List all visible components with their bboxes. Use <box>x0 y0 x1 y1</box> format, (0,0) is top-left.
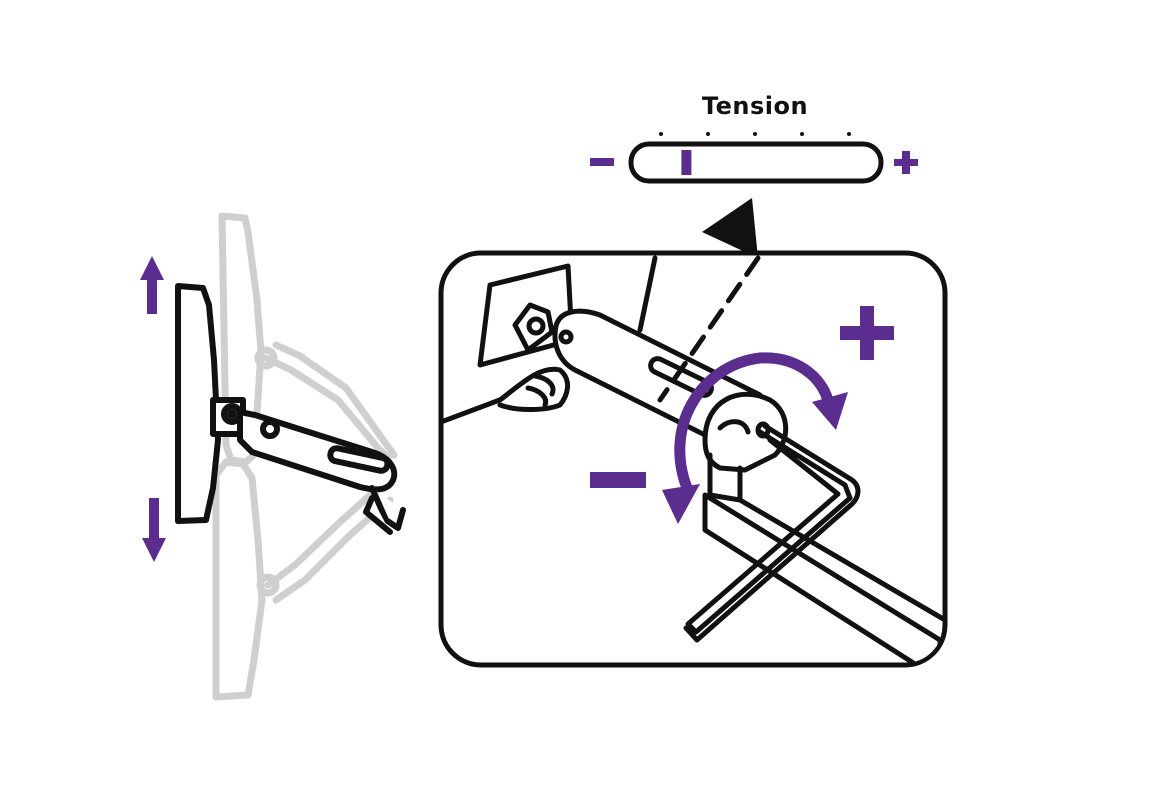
arrow-down-icon <box>142 498 166 562</box>
gauge-tick <box>753 132 757 136</box>
gauge-minus-icon <box>590 158 614 166</box>
ghost-monitor-lowered <box>212 458 394 701</box>
gauge-tick <box>800 132 804 136</box>
rotate-arrow-head-bottom <box>662 484 700 524</box>
zoom-detail <box>438 250 948 668</box>
arrow-up-icon <box>140 256 164 314</box>
gauge-bar <box>628 141 884 184</box>
gauge-tick <box>706 132 710 136</box>
decrease-minus-icon <box>590 472 646 488</box>
monitor-arm-side-view <box>140 212 406 701</box>
gauge-plus-icon <box>894 151 918 174</box>
increase-plus-icon <box>840 306 894 360</box>
gauge-ticks <box>659 132 851 136</box>
rotate-arrow-icon <box>674 352 834 498</box>
monitor-side <box>175 283 246 524</box>
gauge-tick <box>847 132 851 136</box>
pointer-triangle-icon <box>702 198 758 258</box>
ghost-monitor-raised <box>218 212 398 466</box>
gauge-tick <box>659 132 663 136</box>
tension-title: Tension <box>701 92 809 120</box>
arm-segment <box>237 409 406 535</box>
tension-gauge <box>590 132 918 258</box>
hex-key-icon <box>683 421 861 643</box>
rotate-arrow-head-top <box>812 392 848 430</box>
gauge-indicator <box>681 150 692 175</box>
